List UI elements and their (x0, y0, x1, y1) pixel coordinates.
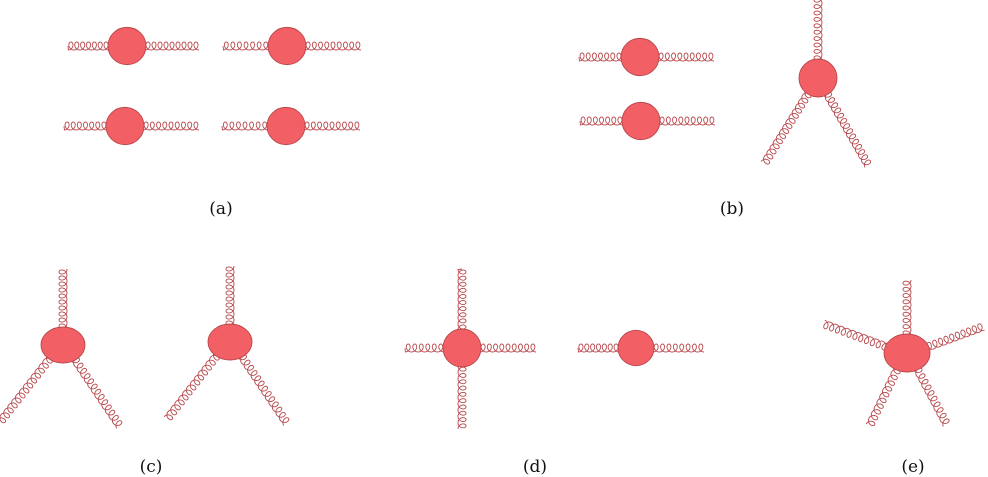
caption-d: (d) (522, 457, 548, 477)
gluon-line (70, 357, 123, 429)
gluon-line (913, 367, 950, 427)
gluon-line (823, 319, 889, 351)
blob-vertex (617, 329, 655, 367)
gluon-line (902, 279, 912, 337)
blob-vertex (798, 58, 838, 98)
caption-b: (b) (719, 199, 745, 219)
gluon-line (304, 41, 362, 51)
gluon-line (479, 343, 537, 353)
blob-vertex (621, 101, 661, 141)
gluon-line (813, 0, 823, 62)
gluon-line (222, 41, 270, 51)
blob-vertex (883, 333, 931, 373)
blob-vertex (266, 106, 306, 146)
gluon-line (0, 355, 53, 424)
gluon-line (63, 121, 108, 131)
gluon-line (303, 121, 361, 131)
gluon-line (67, 41, 110, 51)
blob-vertex (267, 26, 307, 66)
gluon-line (225, 265, 235, 327)
gluon-line (577, 343, 620, 353)
gluon-line (457, 365, 467, 430)
blob-vertex (207, 323, 253, 361)
gluon-line (237, 354, 290, 426)
blob-vertex (40, 326, 86, 364)
blob-vertex (620, 37, 660, 77)
gluon-line (457, 268, 467, 331)
gluon-line (578, 52, 623, 62)
gluon-line (657, 52, 715, 62)
caption-c: (c) (139, 457, 163, 477)
gluon-line (652, 343, 705, 353)
gluon-line (658, 116, 716, 126)
gluon-line (579, 116, 624, 126)
gluon-line (404, 343, 445, 353)
gluon-line (144, 41, 200, 51)
blob-vertex (442, 328, 482, 368)
gluon-line (142, 121, 200, 131)
gluon-line (760, 90, 812, 165)
gluon-line (865, 366, 901, 427)
gluon-line (822, 92, 872, 168)
blob-vertex (105, 106, 145, 146)
caption-e: (e) (901, 457, 925, 477)
blob-vertex (107, 26, 147, 66)
caption-a: (a) (209, 199, 233, 219)
gluon-line (163, 352, 220, 421)
gluon-line (221, 121, 269, 131)
gluon-line (58, 268, 68, 330)
gluon-line (926, 323, 985, 352)
